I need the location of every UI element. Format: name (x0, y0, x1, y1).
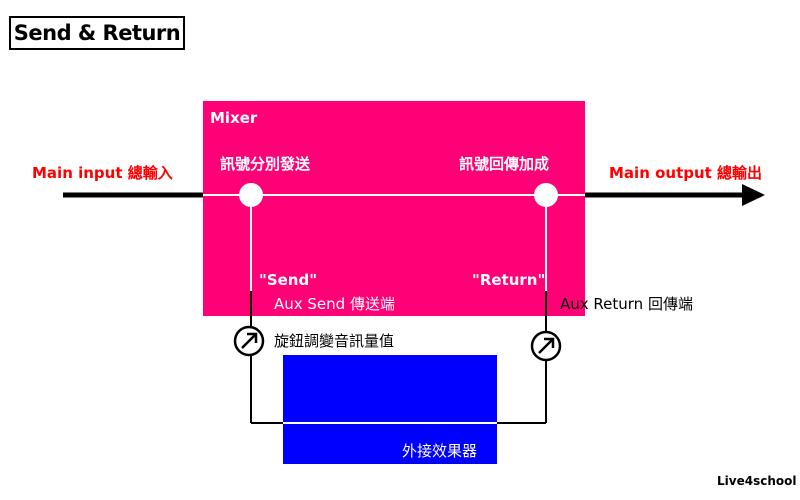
sum-label: 訊號回傳加成 (459, 155, 550, 173)
split-label: 訊號分別發送 (220, 155, 311, 173)
knob-label: 旋鈕調變音訊量值 (274, 332, 395, 350)
effects-label: 外接效果器 (402, 442, 478, 460)
return-label: "Return" (472, 271, 546, 289)
send-label: "Send" (259, 271, 318, 289)
credit-label: Live4school (717, 474, 797, 488)
knob-icon (530, 330, 562, 362)
split-node (239, 183, 263, 207)
aux-strip (273, 291, 535, 316)
mixer-block (203, 101, 585, 316)
main-input-label: Main input 總輸入 (32, 164, 173, 182)
sum-node (534, 183, 558, 207)
page-title: Send & Return (9, 16, 185, 50)
effects-block (283, 355, 497, 464)
aux-return-label: Aux Return 回傳端 (560, 295, 693, 313)
knob-icon (233, 325, 265, 357)
mixer-label: Mixer (210, 109, 258, 127)
aux-send-label: Aux Send 傳送端 (274, 295, 395, 313)
main-output-label: Main output 總輸出 (609, 164, 763, 182)
arrow-right-icon (742, 184, 765, 206)
